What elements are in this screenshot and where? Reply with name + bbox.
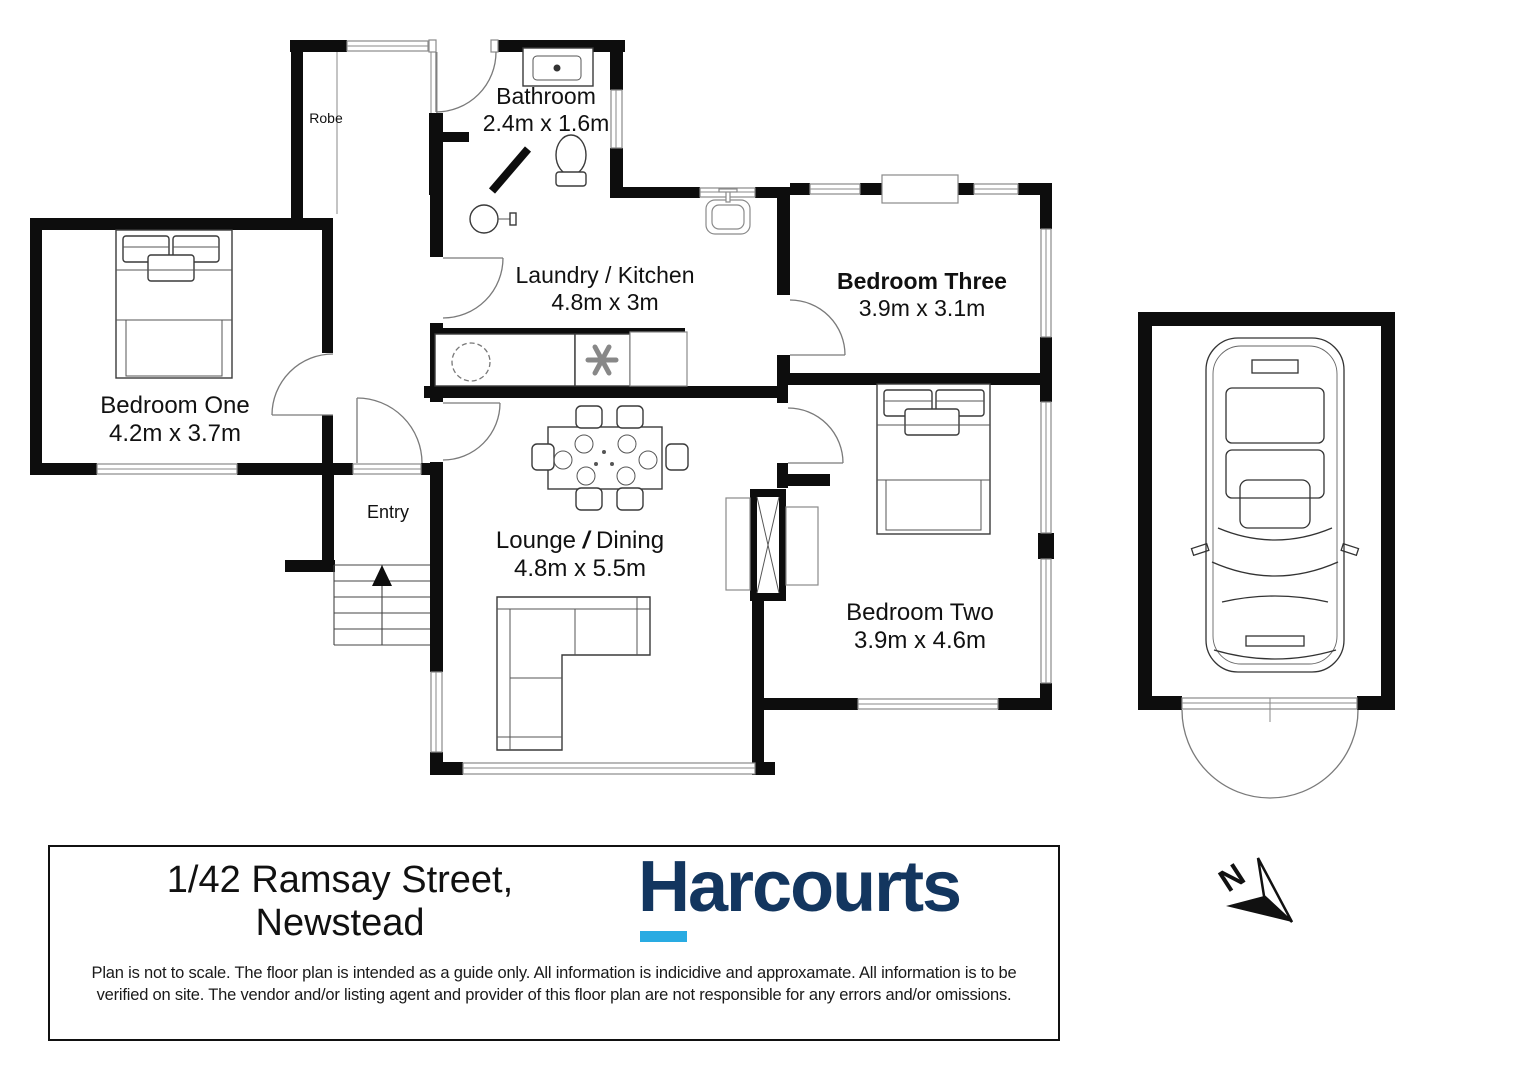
kitchen-sink (705, 188, 751, 235)
harcourts-logo-underline (640, 931, 687, 942)
thin-partitions (336, 52, 438, 214)
entry-door (356, 397, 423, 464)
fireplace (725, 496, 819, 594)
bed-bedroom-one (115, 229, 233, 379)
room-labels: Robe Bathroom 2.4m x 1.6m Laundry / Kitc… (100, 83, 1007, 654)
compass-needle-fill (1226, 896, 1292, 922)
stairs (333, 564, 430, 646)
bedroom-two-dims: 3.9m x 4.6m (854, 627, 986, 654)
bedroom-three-dims: 3.9m x 3.1m (859, 295, 986, 321)
bedroom-one-dims: 4.2m x 3.7m (109, 420, 241, 447)
laundry-kitchen-dims: 4.8m x 3m (551, 289, 658, 315)
walls (30, 40, 1395, 775)
bedroom-three-door (789, 299, 846, 356)
windows (96, 39, 1358, 775)
bedroom-two-label: Bedroom Two (846, 599, 994, 626)
bedroom-two-door (787, 407, 844, 464)
stairs-up-arrow (372, 565, 392, 586)
window-bay (881, 174, 959, 204)
garage-doors (1181, 709, 1359, 799)
lounge-dining-label: Lounge / Dining (496, 527, 664, 554)
property-address: 1/42 Ramsay Street, Newstead (60, 859, 620, 945)
lounge-door (442, 402, 501, 461)
disclaimer-line-2: verified on site. The vendor and/or list… (96, 986, 1012, 1004)
bedroom-one-door (271, 353, 334, 416)
lounge-dining-dims: 4.8m x 5.5m (514, 555, 646, 582)
north-compass: N (1212, 856, 1294, 923)
bathroom-dims: 2.4m x 1.6m (483, 110, 610, 136)
footer-box: 1/42 Ramsay Street, Newstead Harcourts P… (48, 845, 1060, 1041)
bathroom-label: Bathroom (496, 83, 596, 109)
toilet (555, 134, 587, 187)
washing-machine (451, 342, 491, 382)
doors (271, 51, 1359, 799)
bed-bedroom-two (876, 383, 991, 535)
kitchen-bench (434, 328, 688, 387)
bedroom-three-label: Bedroom Three (837, 268, 1007, 294)
dining-set (531, 405, 689, 511)
disclaimer-line-1: Plan is not to scale. The floor plan is … (91, 964, 1017, 982)
laundry-tub (469, 204, 517, 234)
bathroom-door (435, 51, 497, 113)
sofa (496, 596, 651, 751)
robe-label: Robe (309, 110, 343, 126)
bedroom-one-label: Bedroom One (100, 392, 249, 419)
north-label: N (1212, 856, 1251, 899)
laundry-door (442, 257, 504, 319)
open-door-leaf (488, 146, 532, 194)
car (1190, 337, 1360, 673)
address-line-2: Newstead (255, 902, 425, 944)
stove (585, 344, 619, 376)
address-line-1: 1/42 Ramsay Street, (166, 859, 514, 901)
harcourts-logo: Harcourts (638, 847, 962, 927)
disclaimer-text: Plan is not to scale. The floor plan is … (50, 962, 1058, 1006)
vanity (522, 47, 594, 87)
laundry-kitchen-label: Laundry / Kitchen (515, 262, 694, 288)
entry-label: Entry (367, 502, 409, 522)
